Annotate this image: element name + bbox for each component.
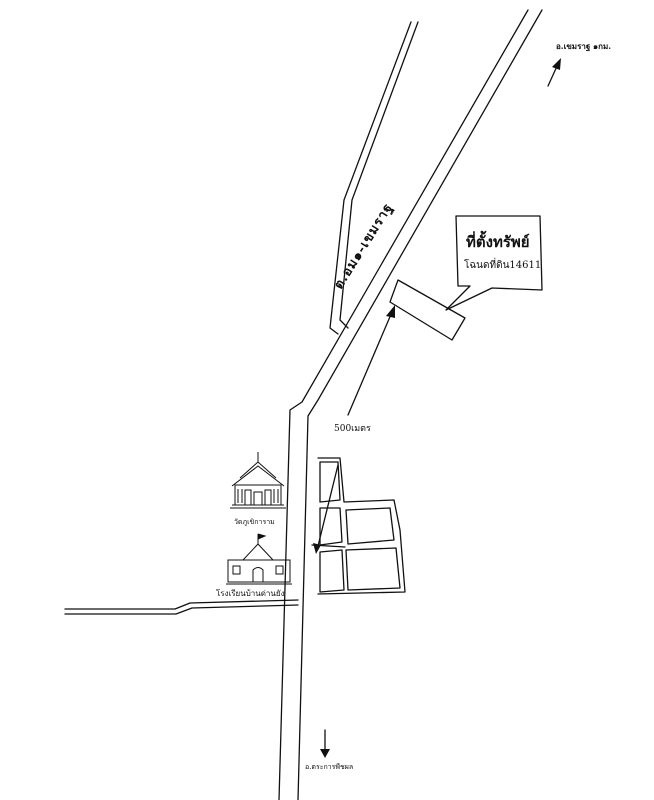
property-title-label: ที่ตั้งทรัพย์ [466, 233, 530, 251]
north-direction-label: อ.เขมราฐ ๑กม. [556, 41, 612, 51]
north-side-road-east [339, 21, 419, 329]
temple-label: วัดภูเขิการาม [234, 518, 275, 526]
property-plot [389, 279, 466, 341]
village-block-3 [345, 507, 395, 545]
arrow-distance-shaft [347, 311, 393, 416]
village-block-2 [319, 507, 343, 546]
arrow-village-shaft [317, 464, 339, 547]
deed-number-label: โฉนดที่ดิน14611 [464, 260, 542, 271]
village-block-4 [345, 547, 401, 591]
west-road-south-edge [64, 604, 299, 615]
distance-label: 500เมตร [334, 424, 371, 434]
arrow-north-head [552, 58, 561, 70]
arrow-south-head [320, 749, 330, 758]
school-label: โรงเรียนบ้านด่านยัง [216, 589, 285, 598]
arrow-distance-head [386, 305, 395, 318]
property-callout-box [445, 215, 543, 311]
school-building-icon [226, 533, 292, 585]
south-direction-label: อ.ตระการพืชผล [305, 763, 354, 771]
temple-icon [230, 452, 286, 509]
village-road-outer [317, 457, 406, 595]
main-road-east-edge [297, 9, 543, 800]
village-block-1 [319, 461, 341, 503]
arrow-village-head [313, 543, 321, 554]
village-block-5 [319, 549, 345, 593]
north-side-road-west [329, 21, 412, 335]
main-road-west-edge [278, 9, 529, 800]
west-road-north-edge [64, 599, 299, 610]
